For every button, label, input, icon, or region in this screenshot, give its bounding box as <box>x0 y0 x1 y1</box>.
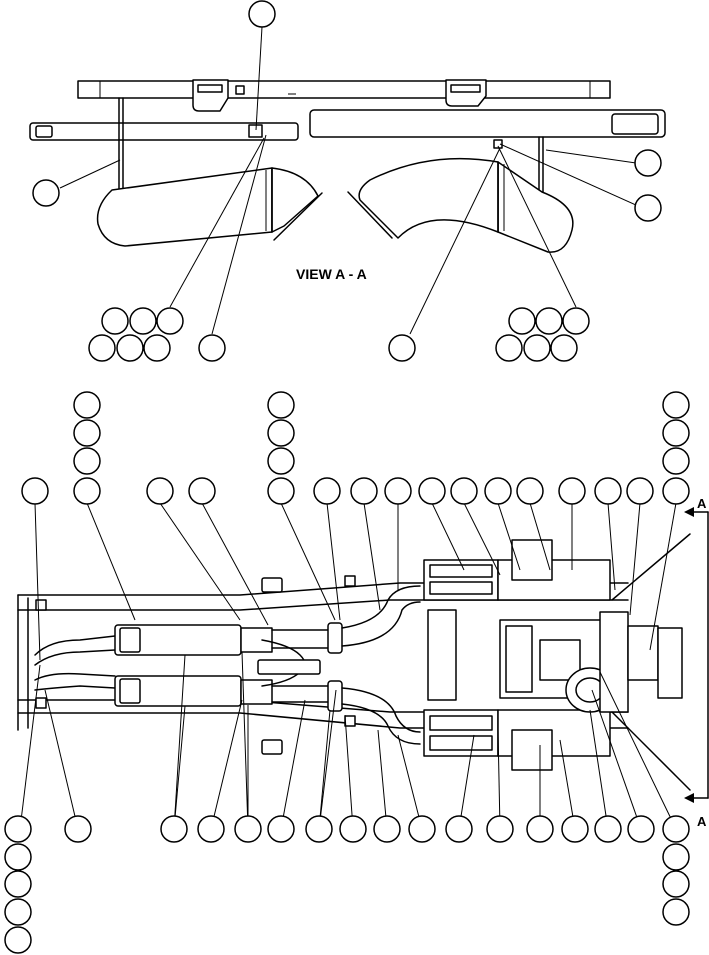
callout-balloon <box>388 334 416 362</box>
callout-balloon <box>267 447 295 475</box>
callout-balloon <box>561 815 589 843</box>
callout-balloon <box>73 391 101 419</box>
callout-balloon <box>662 447 690 475</box>
callout-balloon <box>156 307 184 335</box>
callout-balloon <box>662 477 690 505</box>
callout-balloon <box>64 815 92 843</box>
callout-balloon <box>73 447 101 475</box>
callout-balloon <box>101 307 129 335</box>
callout-balloon <box>634 149 662 177</box>
callout-balloon <box>32 179 60 207</box>
callout-balloon <box>627 815 655 843</box>
callout-balloon <box>535 307 563 335</box>
callout-balloon <box>408 815 436 843</box>
callout-balloon <box>197 815 225 843</box>
section-marker-bottom: A <box>697 814 707 829</box>
callout-balloon <box>626 477 654 505</box>
callout-balloon <box>516 477 544 505</box>
callout-balloon <box>129 307 157 335</box>
callout-balloon <box>350 477 378 505</box>
view-a-a-drawing <box>29 79 666 253</box>
callout-balloon <box>662 870 690 898</box>
callout-balloon <box>662 898 690 926</box>
callout-balloon <box>662 815 690 843</box>
main-view-leader-lines <box>19 502 677 830</box>
callout-balloon <box>188 477 216 505</box>
callout-balloon <box>634 194 662 222</box>
callout-balloon <box>267 419 295 447</box>
callout-balloon <box>4 815 32 843</box>
callout-balloon <box>267 477 295 505</box>
callout-balloon <box>450 477 478 505</box>
callout-balloon <box>305 815 333 843</box>
callout-balloon <box>4 898 32 926</box>
callout-balloon <box>267 815 295 843</box>
callout-balloon <box>594 815 622 843</box>
section-marker-top: A <box>697 496 707 511</box>
callout-balloon <box>486 815 514 843</box>
callout-balloon <box>143 334 171 362</box>
callout-balloon <box>484 477 512 505</box>
callout-balloon <box>73 477 101 505</box>
callout-balloon <box>146 477 174 505</box>
callout-balloon <box>73 419 101 447</box>
callout-balloon <box>4 870 32 898</box>
callout-balloon <box>662 419 690 447</box>
callout-balloon <box>339 815 367 843</box>
callout-balloon <box>662 391 690 419</box>
callout-balloon <box>198 334 226 362</box>
callout-balloon <box>384 477 412 505</box>
callout-balloon <box>445 815 473 843</box>
callout-balloon <box>4 926 32 954</box>
callout-balloon <box>116 334 144 362</box>
callout-balloon <box>418 477 446 505</box>
section-a-marker: A A <box>684 496 709 829</box>
main-top-view-drawing <box>17 533 691 791</box>
callout-balloon <box>267 391 295 419</box>
callout-balloon <box>21 477 49 505</box>
callout-balloon <box>234 815 262 843</box>
callout-balloon <box>662 843 690 871</box>
callout-balloon <box>313 477 341 505</box>
callout-balloon <box>594 477 622 505</box>
callout-balloon <box>508 307 536 335</box>
callout-balloon <box>4 843 32 871</box>
callout-balloon <box>523 334 551 362</box>
view-a-a-leader-lines <box>59 26 637 335</box>
callout-balloon <box>562 307 590 335</box>
callout-balloons <box>4 0 690 954</box>
callout-balloon <box>373 815 401 843</box>
callout-balloon <box>248 0 276 28</box>
callout-balloon <box>550 334 578 362</box>
callout-balloon <box>526 815 554 843</box>
callout-balloon <box>495 334 523 362</box>
view-a-a-label: VIEW A - A <box>296 266 367 282</box>
callout-balloon <box>160 815 188 843</box>
callout-balloon <box>558 477 586 505</box>
callout-balloon <box>88 334 116 362</box>
